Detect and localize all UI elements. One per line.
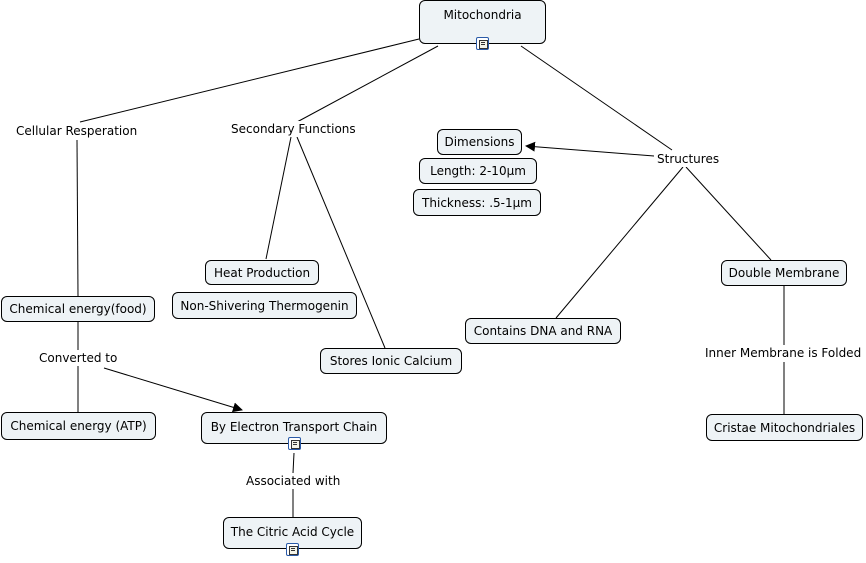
- node-dimensions[interactable]: Dimensions: [437, 129, 522, 155]
- node-label: Double Membrane: [728, 266, 840, 280]
- link-secondary-heat: [265, 136, 292, 260]
- node-label: Dimensions: [444, 135, 515, 149]
- node-double-membrane[interactable]: Double Membrane: [721, 260, 847, 286]
- node-label: Stores Ionic Calcium: [329, 354, 453, 368]
- resource-icon[interactable]: [476, 37, 489, 50]
- node-cristae-mitochondriales[interactable]: Cristae Mitochondriales: [706, 414, 863, 441]
- link-mito-structures: [520, 45, 673, 151]
- node-label: Heat Production: [213, 265, 311, 280]
- node-thickness[interactable]: Thickness: .5-1µm: [413, 189, 541, 216]
- link-structures-dimensions: [525, 141, 655, 157]
- node-heat-production[interactable]: Heat Production: [205, 260, 319, 285]
- node-citric-acid-cycle[interactable]: The Citric Acid Cycle: [223, 517, 362, 549]
- node-label: Length: 2-10µm: [430, 164, 526, 178]
- label-cellular-resperation[interactable]: Cellular Resperation: [13, 123, 141, 139]
- node-label: Chemical energy (ATP): [10, 419, 147, 433]
- label-converted-to[interactable]: Converted to: [36, 350, 121, 366]
- node-label: Chemical energy(food): [9, 302, 147, 316]
- link-mito-secondary: [296, 45, 439, 123]
- resource-icon[interactable]: [286, 543, 299, 556]
- node-label: The Citric Acid Cycle: [230, 525, 355, 539]
- node-length[interactable]: Length: 2-10µm: [419, 158, 537, 184]
- label-secondary-functions[interactable]: Secondary Functions: [228, 121, 359, 137]
- node-mitochondria[interactable]: Mitochondria: [419, 0, 546, 44]
- node-label: Non-Shivering Thermogenin: [180, 298, 349, 313]
- node-electron-transport-chain[interactable]: By Electron Transport Chain: [201, 412, 387, 444]
- node-label: Mitochondria: [443, 8, 522, 22]
- node-contains-dna-rna[interactable]: Contains DNA and RNA: [465, 318, 621, 344]
- link-etc-associated: [292, 452, 295, 474]
- link-cellular-chemfood: [76, 139, 79, 297]
- node-stores-ionic-calcium[interactable]: Stores Ionic Calcium: [320, 348, 462, 374]
- node-label: Contains DNA and RNA: [473, 324, 613, 338]
- node-chemical-energy-atp[interactable]: Chemical energy (ATP): [1, 412, 156, 440]
- label-inner-membrane-folded[interactable]: Inner Membrane is Folded: [702, 345, 865, 361]
- link-converted-etc: [103, 367, 243, 413]
- link-structures-membrane: [685, 166, 772, 261]
- node-label: Cristae Mitochondriales: [713, 420, 856, 435]
- node-label: By Electron Transport Chain: [210, 420, 378, 434]
- label-associated-with[interactable]: Associated with: [243, 473, 344, 489]
- link-mito-cellular: [79, 38, 420, 123]
- link-secondary-calcium: [296, 136, 386, 349]
- label-structures[interactable]: Structures: [654, 151, 723, 167]
- node-label: Thickness: .5-1µm: [422, 195, 532, 210]
- link-structures-dna: [555, 166, 684, 319]
- resource-icon[interactable]: [288, 437, 301, 450]
- node-non-shivering[interactable]: Non-Shivering Thermogenin: [172, 292, 357, 319]
- node-chemical-energy-food[interactable]: Chemical energy(food): [1, 296, 155, 322]
